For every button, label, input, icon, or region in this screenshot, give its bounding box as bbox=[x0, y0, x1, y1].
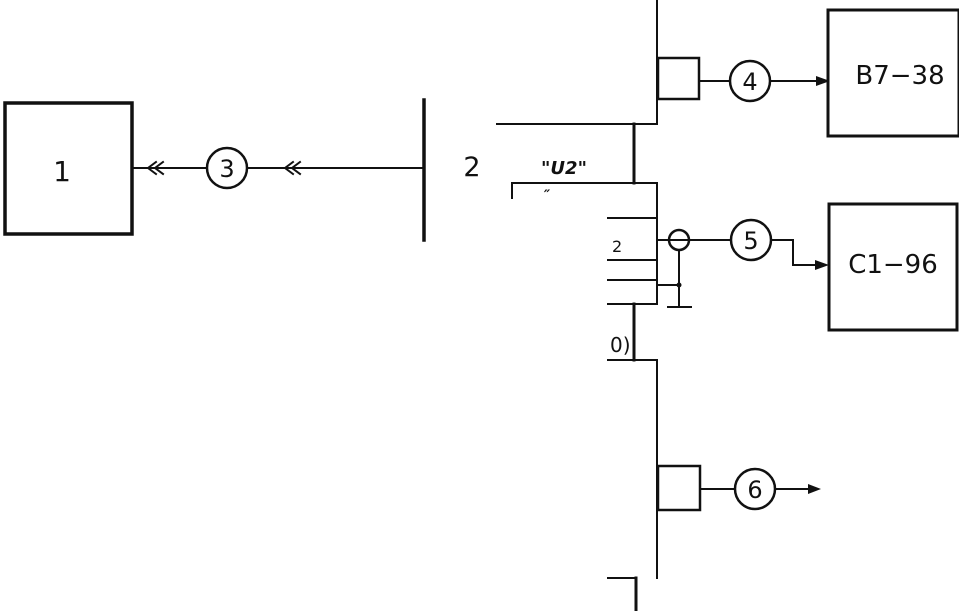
signal-line-2-to-1 bbox=[131, 160, 425, 176]
upper-unit bbox=[496, 0, 701, 125]
element-2-label: 2 bbox=[463, 152, 480, 183]
connector-5-label: 5 bbox=[743, 227, 758, 255]
connector-4-label: 4 bbox=[742, 68, 757, 96]
connector-3: 3 bbox=[205, 146, 249, 190]
oscilloscope-label: C1−96 bbox=[848, 250, 938, 280]
oscilloscope-block: C1−96 bbox=[827, 202, 959, 332]
signal-u2-label: "U2" bbox=[541, 158, 587, 179]
arrow-right-icon bbox=[808, 484, 821, 494]
connector-5: 5 bbox=[729, 218, 773, 262]
double-arrow-icon bbox=[146, 160, 165, 176]
connector-4: 4 bbox=[728, 59, 772, 103]
signal-fragment-c: 0) bbox=[610, 333, 631, 357]
signal-fragment-a: ″ bbox=[544, 188, 551, 204]
connector-3-label: 3 bbox=[219, 155, 234, 183]
signal-fragment-b: 2 bbox=[612, 237, 622, 256]
middle-unit: ″ 2 bbox=[511, 182, 658, 305]
voltmeter-label: B7−38 bbox=[855, 61, 944, 91]
connector-6-label: 6 bbox=[747, 476, 762, 504]
coax-connector bbox=[656, 228, 692, 308]
line-to-oscilloscope bbox=[689, 239, 829, 270]
block-1-label: 1 bbox=[53, 155, 71, 188]
connector-6: 6 bbox=[733, 467, 777, 511]
double-arrow-icon bbox=[283, 160, 302, 176]
voltmeter-block: B7−38 bbox=[826, 8, 959, 138]
line-to-voltmeter bbox=[698, 76, 830, 86]
block-1: 1 bbox=[3, 101, 134, 236]
arrow-right-icon bbox=[815, 260, 829, 270]
arrow-right-icon bbox=[816, 76, 830, 86]
lower-unit bbox=[607, 359, 702, 611]
line-output-6 bbox=[699, 484, 821, 494]
